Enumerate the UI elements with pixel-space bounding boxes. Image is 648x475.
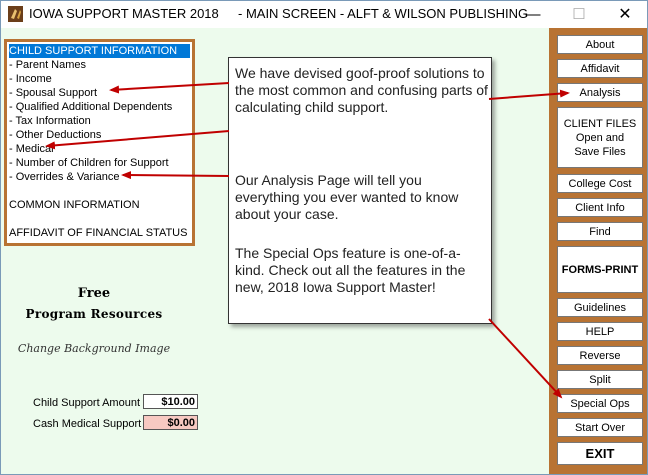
cash-medical-support-value: $0.00 [143,415,198,430]
callout-paragraph-3: The Special Ops feature is one-of-a-kind… [235,245,466,295]
client-files-button[interactable]: CLIENT FILES Open and Save Files [557,107,643,168]
forms-print-button[interactable]: FORMS-PRINT [557,246,643,293]
command-sidebar: About Affidavit Analysis CLIENT FILES Op… [549,28,647,474]
menu-item-medical[interactable]: - Medical [9,143,54,155]
menu-item-income[interactable]: - Income [9,73,52,85]
split-button[interactable]: Split [557,370,643,389]
menu-item-qualified-additional-dependents[interactable]: - Qualified Additional Dependents [9,101,173,113]
close-button[interactable]: ✕ [618,6,632,23]
menu-item-tax-information[interactable]: - Tax Information [9,115,91,127]
child-support-amount-value: $10.00 [143,394,198,409]
minimize-button[interactable]: — [525,6,541,23]
menu-item-overrides-variance[interactable]: - Overrides & Variance [9,171,120,183]
menu-item-spousal-support[interactable]: - Spousal Support [9,87,98,99]
about-button[interactable]: About [557,35,643,54]
special-ops-button[interactable]: Special Ops [557,394,643,413]
affidavit-button[interactable]: Affidavit [557,59,643,78]
maximize-button[interactable]: ☐ [572,6,586,23]
college-cost-button[interactable]: College Cost [557,174,643,193]
title-bar: IOWA SUPPORT MASTER 2018 - MAIN SCREEN -… [1,1,647,28]
menu-item-other-deductions[interactable]: - Other Deductions [9,129,102,141]
menu-item-number-of-children[interactable]: - Number of Children for Support [9,157,169,169]
main-screen-title: - MAIN SCREEN - ALFT & WILSON PUBLISHING [238,6,529,21]
exit-button[interactable]: EXIT [557,442,643,465]
menu-item-child-support-information[interactable]: CHILD SUPPORT INFORMATION [9,44,190,58]
analysis-button[interactable]: Analysis [557,83,643,102]
help-button[interactable]: HELP [557,322,643,341]
callout-paragraph-1: We have devised goof-proof solutions to … [235,65,488,115]
callout-paragraph-2: Our Analysis Page will tell you everythi… [235,172,459,222]
guidelines-button[interactable]: Guidelines [557,298,643,317]
menu-item-parent-names[interactable]: - Parent Names [9,59,87,71]
menu-item-common-information[interactable]: COMMON INFORMATION [9,199,140,211]
free-label: Free [77,286,111,301]
child-support-amount-label: Child Support Amount [33,397,141,409]
app-title: IOWA SUPPORT MASTER 2018 [29,6,219,21]
find-button[interactable]: Find [557,222,643,241]
start-over-button[interactable]: Start Over [557,418,643,437]
menu-item-affidavit-financial-status[interactable]: AFFIDAVIT OF FINANCIAL STATUS [9,227,188,239]
information-menu: CHILD SUPPORT INFORMATION - Parent Names… [4,39,195,246]
cash-medical-support-label: Cash Medical Support [33,418,142,430]
change-background-link[interactable]: Change Background Image [17,342,171,355]
app-logo-icon [8,6,23,22]
program-resources-link[interactable]: Program Resources [25,307,163,321]
reverse-button[interactable]: Reverse [557,346,643,365]
client-info-button[interactable]: Client Info [557,198,643,217]
feature-callout: We have devised goof-proof solutions to … [228,57,492,324]
